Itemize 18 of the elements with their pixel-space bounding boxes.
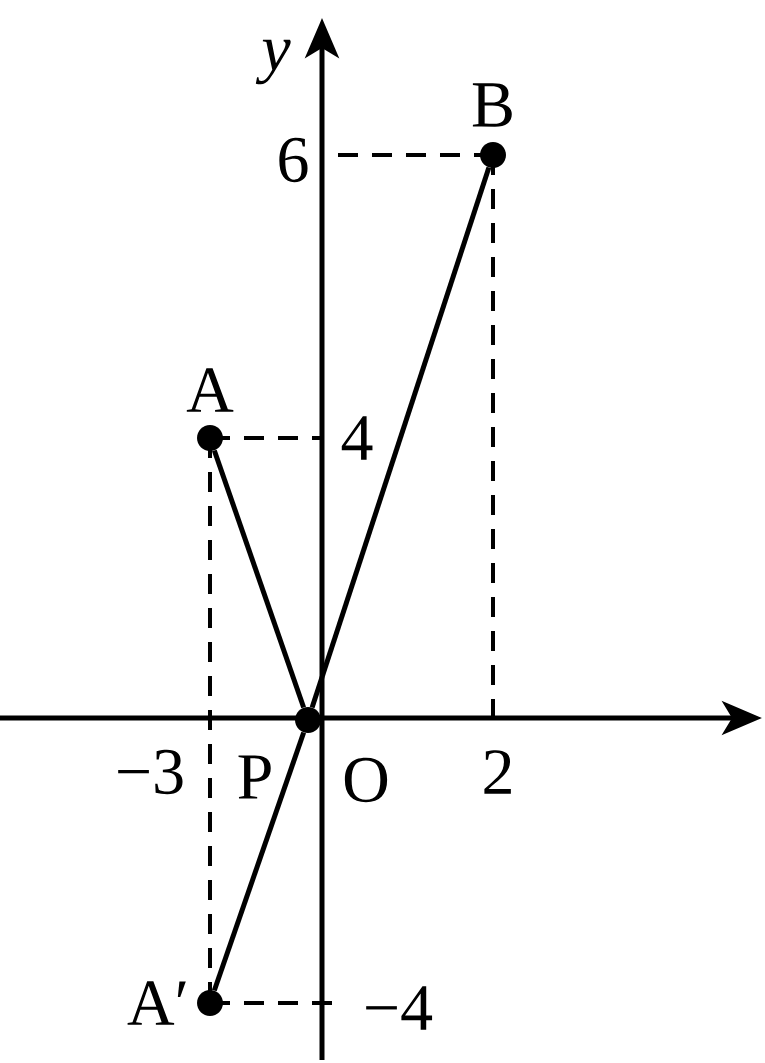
axis-label: O — [344, 757, 388, 803]
line-segment — [211, 731, 307, 992]
point-label: P — [238, 755, 271, 799]
point-label: B — [472, 83, 512, 127]
axis-label: −3 — [118, 749, 183, 795]
axis-label: −4 — [366, 986, 433, 1030]
point — [197, 990, 223, 1016]
axis-label: 6 — [279, 137, 308, 183]
point-label: A — [186, 368, 234, 412]
axis-label: 4 — [341, 416, 373, 460]
axis-label: 2 — [484, 750, 511, 794]
line-segment — [211, 449, 307, 709]
point — [480, 142, 506, 168]
point — [295, 707, 321, 733]
line-segment — [309, 166, 492, 709]
point — [197, 425, 223, 451]
axis-label: y — [255, 39, 291, 85]
point-label: A′ — [127, 981, 186, 1025]
